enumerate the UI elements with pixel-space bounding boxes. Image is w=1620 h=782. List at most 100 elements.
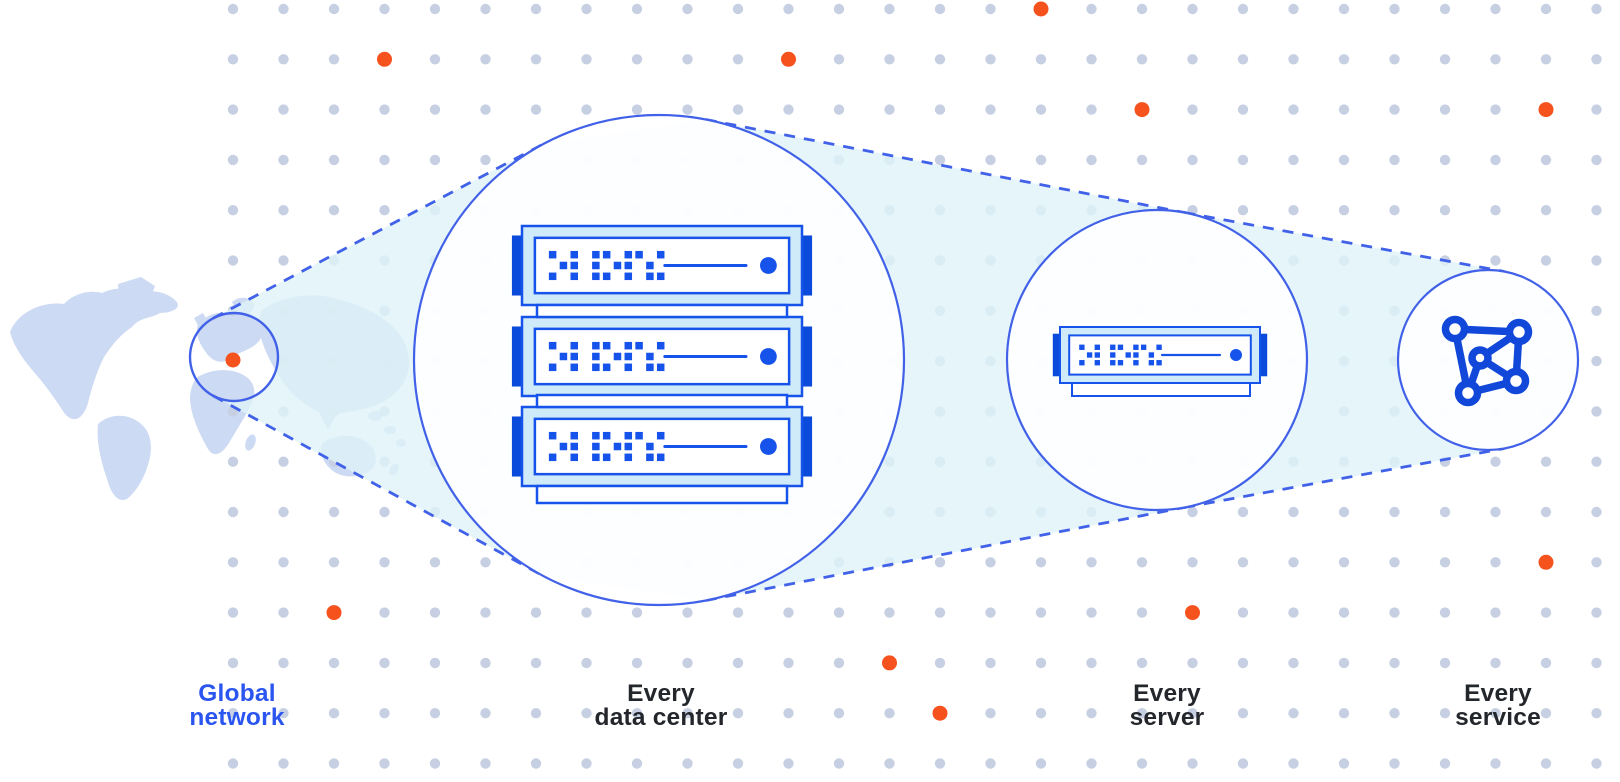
label-global-network: Global network	[77, 681, 397, 730]
grid-dot	[480, 54, 491, 65]
grid-dot	[1338, 506, 1350, 518]
grid-dot	[1086, 607, 1097, 618]
grid-dot	[884, 54, 895, 65]
vent-square	[548, 272, 557, 281]
grid-dot	[1237, 104, 1249, 115]
continent	[97, 415, 151, 500]
vent-square	[656, 272, 665, 281]
grid-dot	[1086, 557, 1097, 568]
grid-dot	[1187, 758, 1198, 769]
grid-dot	[1439, 557, 1451, 568]
grid-dot	[328, 758, 340, 769]
grid-dot	[530, 104, 542, 115]
grid-dot	[1237, 154, 1249, 166]
vent-square	[570, 453, 578, 462]
graph-node	[1505, 318, 1533, 346]
grid-dot	[1490, 708, 1501, 719]
grid-dot	[379, 506, 390, 518]
grid-dot	[227, 104, 239, 115]
grid-dot	[1439, 205, 1451, 216]
grid-dot	[783, 708, 794, 719]
vent-square	[570, 272, 578, 281]
grid-dot	[328, 3, 340, 15]
grid-dot	[1591, 607, 1602, 618]
grid-dot	[783, 657, 794, 669]
grid-dot	[530, 708, 542, 719]
grid-dot	[833, 607, 845, 618]
grid-dot	[1490, 557, 1501, 568]
orange-dot	[932, 705, 948, 721]
grid-dot	[1591, 3, 1602, 15]
vent-square	[656, 453, 665, 462]
server-led	[760, 348, 777, 365]
grid-dot	[783, 3, 794, 15]
grid-dot	[631, 758, 643, 769]
continent	[245, 434, 256, 451]
grid-dot	[1288, 607, 1299, 618]
grid-dot	[985, 54, 996, 65]
vent-square	[624, 341, 633, 350]
grid-dot	[278, 54, 289, 65]
network-graph-icon	[1441, 315, 1533, 407]
orange-dot	[326, 605, 342, 621]
vent-square	[592, 272, 600, 281]
continent	[118, 277, 155, 303]
server-rack-icon	[511, 224, 813, 505]
grid-dot	[328, 154, 340, 166]
grid-dot	[1338, 607, 1350, 618]
grid-dot	[1237, 557, 1249, 568]
grid-dot	[227, 456, 239, 467]
grid-dot	[884, 104, 895, 115]
label-every-data-center: Every data center	[501, 681, 821, 730]
vent-square	[1110, 344, 1116, 350]
grid-dot	[1338, 708, 1350, 719]
graph-node	[1454, 379, 1482, 407]
grid-dot	[985, 607, 996, 618]
server-vents	[548, 341, 665, 372]
grid-dot	[278, 557, 289, 568]
grid-dot	[732, 104, 744, 115]
vent-square	[624, 442, 633, 451]
grid-dot	[1540, 205, 1552, 216]
grid-dot	[429, 607, 441, 618]
grid-dot	[429, 54, 441, 65]
grid-dot	[682, 54, 693, 65]
grid-dot	[1389, 758, 1400, 769]
grid-dot	[1490, 205, 1501, 216]
grid-dot	[1490, 104, 1501, 115]
grid-dot	[379, 154, 390, 166]
grid-dot	[985, 708, 996, 719]
grid-dot	[1591, 456, 1602, 467]
vent-square	[592, 261, 600, 270]
vent-square	[1133, 360, 1139, 366]
dashed-line	[705, 118, 1186, 215]
vent-square	[656, 341, 665, 350]
vent-square	[624, 352, 633, 361]
grid-dot	[1439, 154, 1451, 166]
grid-dot	[1439, 54, 1451, 65]
grid-dot	[1439, 708, 1451, 719]
grid-dot	[278, 657, 289, 669]
grid-dot	[1591, 657, 1602, 669]
grid-dot	[1237, 506, 1249, 518]
grid-dot	[1187, 54, 1198, 65]
grid-dot	[1338, 3, 1350, 15]
graph-node	[1441, 315, 1469, 343]
vent-square	[592, 352, 600, 361]
grid-dot	[1389, 104, 1400, 115]
grid-dot	[1591, 406, 1602, 417]
grid-dot	[1389, 607, 1400, 618]
grid-dot	[1490, 3, 1501, 15]
vent-square	[570, 341, 578, 350]
grid-dot	[429, 758, 441, 769]
vent-square	[635, 431, 643, 440]
grid-dot	[1591, 305, 1602, 316]
graph-node	[1502, 367, 1530, 395]
grid-dot	[1389, 657, 1400, 669]
grid-dot	[227, 54, 239, 65]
vent-square	[1110, 352, 1116, 358]
grid-dot	[1187, 3, 1198, 15]
grid-dot	[581, 708, 592, 719]
vent-square	[1110, 360, 1116, 366]
grid-dot	[1136, 557, 1148, 568]
